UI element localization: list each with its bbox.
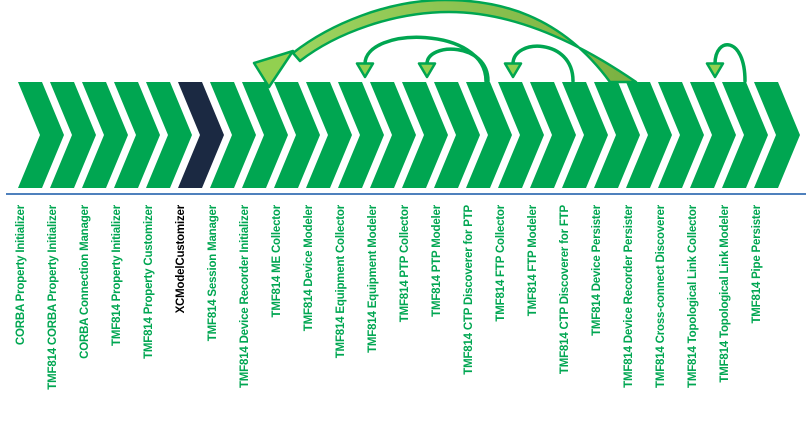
chevron-step-21 — [658, 82, 704, 188]
chevron-step-15 — [466, 82, 512, 188]
chevron-label-11: TMF814 Equipment Collector — [335, 204, 347, 358]
chevron-step-23 — [722, 82, 768, 188]
chevron-label-5: TMF814 Property Customizer — [143, 204, 155, 359]
chevron-step-19 — [594, 82, 640, 188]
chevron-step-6 — [178, 82, 224, 188]
chevron-label-21: TMF814 Cross-connect Discoverer — [655, 204, 667, 388]
chevron-band — [18, 82, 800, 188]
chevron-label-14: TMF814 PTP Modeler — [431, 204, 443, 317]
chevron-label-13: TMF814 PTP Collector — [399, 204, 411, 322]
chevron-label-6: XCModelCustomizer — [175, 204, 187, 313]
chevron-label-17: TMF814 FTP Modeler — [527, 204, 539, 316]
step-labels: CORBA Property Initializer TMF814 CORBA P… — [15, 204, 763, 389]
loop-arrowhead-icon-1 — [355, 62, 375, 79]
chevron-step-1 — [18, 82, 64, 188]
chevron-step-24 — [754, 82, 800, 188]
chevron-step-7 — [210, 82, 256, 188]
chevron-label-18: TMF814 CTP Discoverer for FTP — [559, 204, 571, 374]
loop-arrowhead-icon-3 — [503, 62, 523, 79]
chevron-label-9: TMF814 ME Collector — [271, 204, 283, 317]
chevron-label-3: CORBA Connection Manager — [79, 204, 91, 359]
chevron-label-4: TMF814 Property Initializer — [111, 204, 123, 346]
loop-arrowhead-icon-2 — [417, 62, 437, 79]
chevron-step-5 — [146, 82, 192, 188]
chevron-step-20 — [626, 82, 672, 188]
chevron-step-17 — [530, 82, 576, 188]
chevron-step-11 — [338, 82, 384, 188]
loop-arrows — [252, 0, 747, 89]
chevron-label-2: TMF814 CORBA Property Initializer — [47, 204, 59, 389]
chevron-label-8: TMF814 Device Recorder Initializer — [239, 204, 251, 388]
loop-arrow-2 — [425, 47, 490, 83]
chevron-step-14 — [434, 82, 480, 188]
chevron-label-22: TMF814 Topological Link Collector — [687, 204, 699, 388]
chevron-step-8 — [242, 82, 288, 188]
chevron-label-15: TMF814 CTP Discoverer for PTP — [463, 204, 475, 374]
chevron-step-22 — [690, 82, 736, 188]
chevron-step-9 — [274, 82, 320, 188]
chevron-step-10 — [306, 82, 352, 188]
chevron-label-1: CORBA Property Initializer — [15, 204, 27, 345]
chevron-label-20: TMF814 Device Recorder Persister — [623, 204, 635, 388]
loop-arrow-4 — [713, 43, 747, 83]
big-loop-arrow-ribbon — [291, 0, 638, 84]
chevron-label-10: TMF814 Device Modeler — [303, 204, 315, 331]
chevron-step-18 — [562, 82, 608, 188]
chevron-step-3 — [82, 82, 128, 188]
chevron-label-23: TMF814 Topological Link Modeler — [719, 204, 731, 382]
chevron-step-4 — [114, 82, 160, 188]
chevron-step-13 — [402, 82, 448, 188]
chevron-label-7: TMF814 Session Manager — [207, 204, 219, 341]
chevron-label-16: TMF814 FTP Collector — [495, 204, 507, 321]
chevron-label-19: TMF814 Device Persister — [591, 204, 603, 336]
chevron-step-2 — [50, 82, 96, 188]
loop-arrowhead-icon-4 — [705, 62, 725, 79]
chevron-step-16 — [498, 82, 544, 188]
big-loop-arrowhead-icon — [252, 49, 295, 89]
chevron-label-12: TMF814 Equipment Modeler — [367, 204, 379, 353]
loop-arrow-3 — [511, 44, 575, 83]
chevron-label-24: TMF814 Pipe Persister — [751, 204, 763, 323]
chevron-step-12 — [370, 82, 416, 188]
